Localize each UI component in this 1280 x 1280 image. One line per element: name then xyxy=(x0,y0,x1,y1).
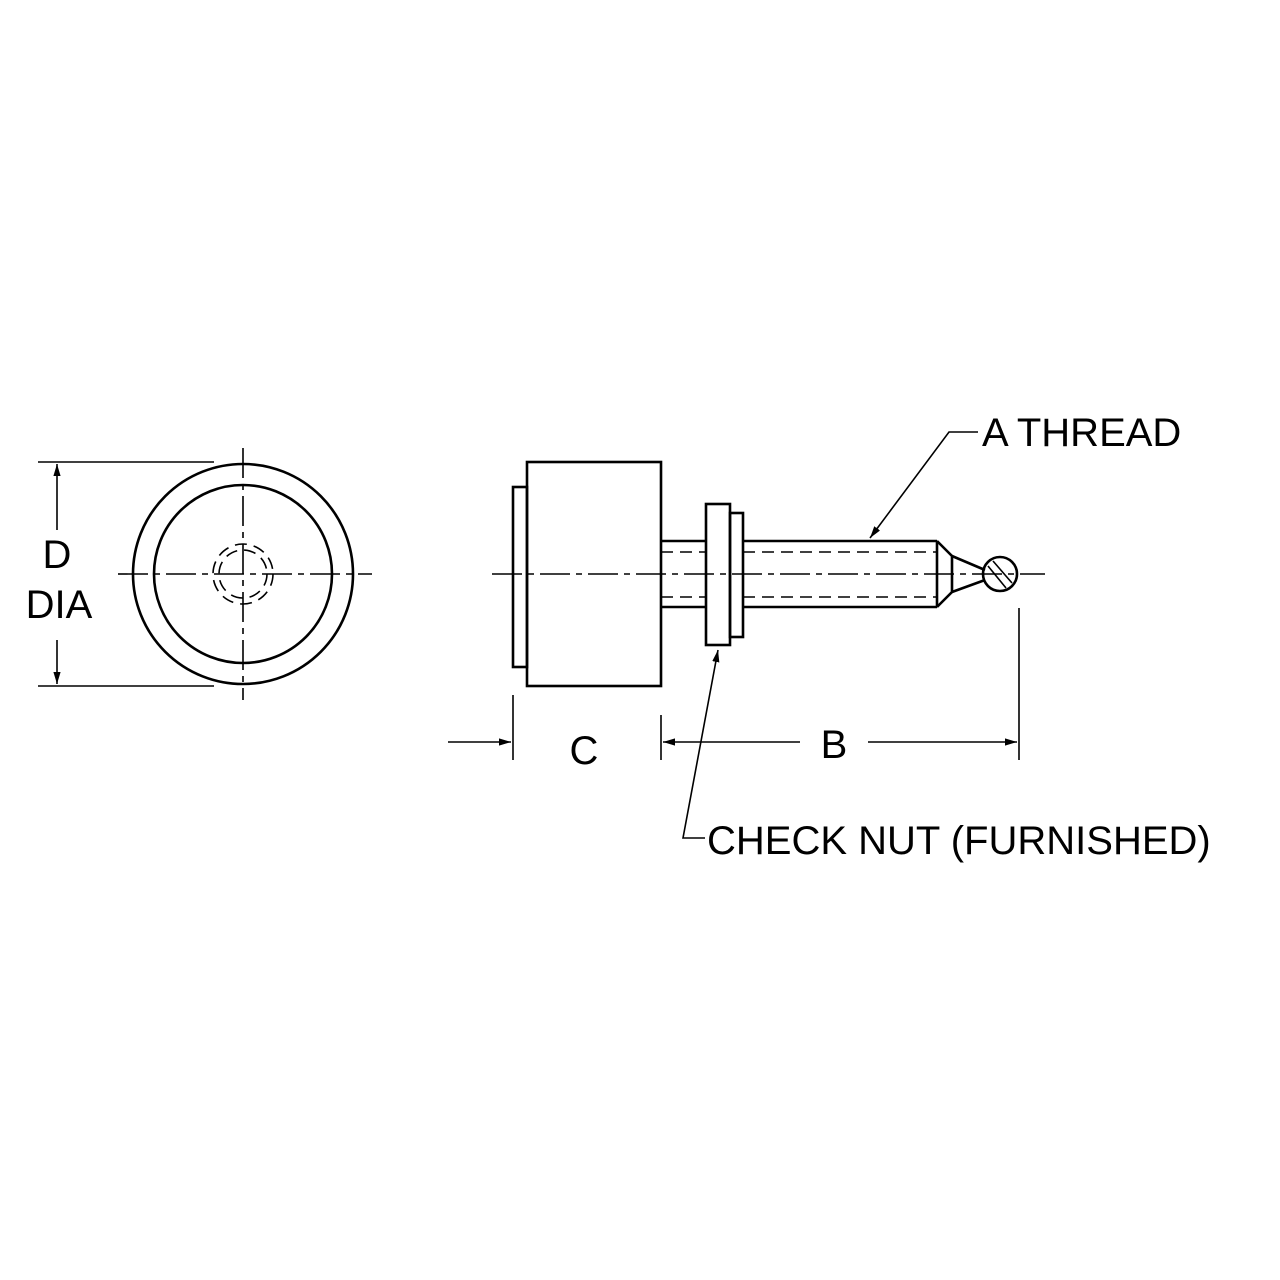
check-nut-label: CHECK NUT (FURNISHED) xyxy=(707,819,1211,863)
check-nut-washer xyxy=(728,511,745,639)
a-thread-leader xyxy=(869,431,978,539)
check-nut-leader xyxy=(682,649,720,839)
a-thread-label: A THREAD xyxy=(982,411,1181,455)
pin-taper xyxy=(951,554,986,594)
ball-slot-line-2 xyxy=(992,560,1013,584)
ball-slot-line-1 xyxy=(987,565,1007,589)
c-label: C xyxy=(570,729,599,773)
d-label: D xyxy=(43,533,72,577)
knob-flange xyxy=(511,485,529,669)
dia-label: DIA xyxy=(26,583,93,627)
b-label: B xyxy=(821,723,848,767)
side-view: C B A THREAD CHECK NUT (FURNISHED) xyxy=(448,411,1211,863)
end-view: D DIA xyxy=(26,448,372,700)
